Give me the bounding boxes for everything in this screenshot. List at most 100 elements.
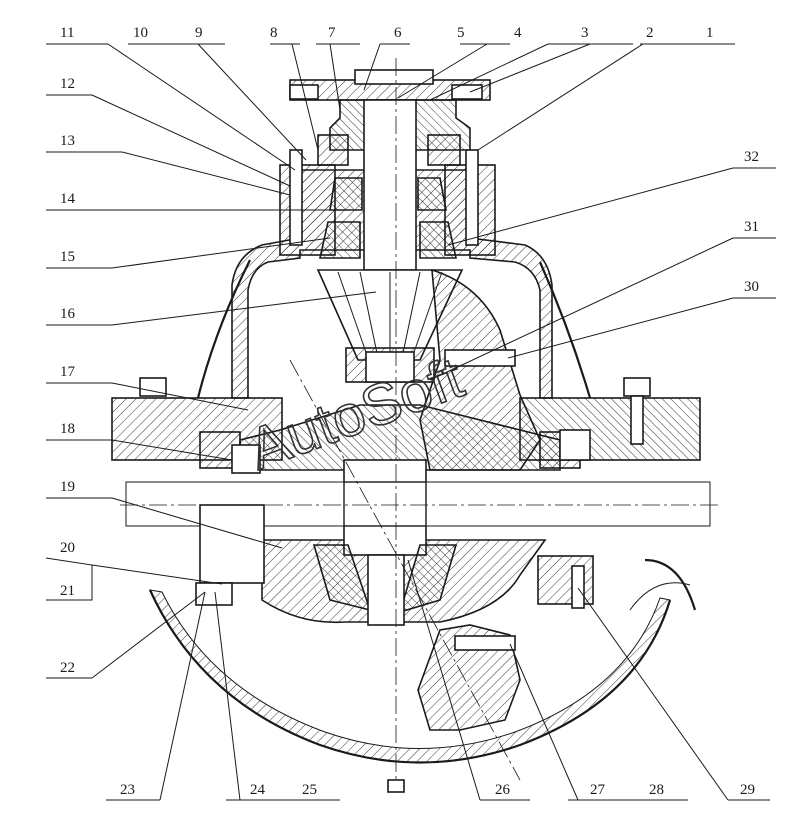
leader-30 bbox=[507, 297, 776, 359]
callout-26: 26 bbox=[495, 782, 511, 798]
lug-26 bbox=[417, 624, 521, 731]
callout-10: 10 bbox=[133, 25, 148, 41]
pinion-tooth-4 bbox=[401, 271, 421, 359]
pinion-tooth-1 bbox=[337, 271, 369, 359]
taper-bearing-upper-left bbox=[329, 177, 363, 211]
callout-32: 32 bbox=[744, 149, 759, 165]
leader-3 bbox=[469, 43, 633, 93]
callout-4: 4 bbox=[514, 25, 522, 41]
callout-31: 31 bbox=[744, 219, 759, 235]
nut-22 bbox=[195, 582, 233, 606]
leader-23 bbox=[106, 591, 206, 801]
callout-23: 23 bbox=[120, 782, 135, 798]
callout-11: 11 bbox=[60, 25, 74, 41]
housing-cone-right bbox=[538, 261, 592, 399]
leader-6 bbox=[363, 43, 410, 91]
leader-29 bbox=[577, 587, 770, 801]
pinion-tooth-2 bbox=[359, 271, 379, 359]
bolt-27 bbox=[454, 635, 516, 651]
bearing-right bbox=[427, 134, 461, 166]
callout-24: 24 bbox=[250, 782, 266, 798]
callout-2: 2 bbox=[646, 25, 654, 41]
leader-13 bbox=[46, 151, 291, 196]
leader-18 bbox=[46, 439, 233, 461]
leader-17 bbox=[46, 382, 249, 411]
leader-32 bbox=[447, 167, 776, 246]
leader-4 bbox=[429, 43, 590, 101]
callout-30: 30 bbox=[744, 279, 759, 295]
output-shaft bbox=[367, 554, 405, 626]
callout-19: 19 bbox=[60, 479, 75, 495]
leader-22 bbox=[46, 591, 206, 679]
sump-right-inner bbox=[629, 582, 691, 611]
leader-2 bbox=[477, 43, 686, 151]
leader-26 bbox=[407, 559, 530, 801]
bearing-cap-right bbox=[559, 429, 591, 461]
leader-7 bbox=[316, 43, 360, 111]
bearing-left bbox=[317, 134, 349, 166]
half-shaft-core bbox=[343, 481, 427, 527]
callout-5: 5 bbox=[457, 25, 465, 41]
taper-bearing-lower-right bbox=[419, 221, 457, 259]
flange-bolt-right-stem bbox=[630, 395, 644, 445]
leader-24-25 bbox=[214, 591, 340, 801]
differential bbox=[125, 268, 711, 731]
leader-11 bbox=[46, 43, 296, 171]
callout-14: 14 bbox=[60, 191, 76, 207]
pinion-shaft bbox=[363, 99, 417, 271]
callout-18: 18 bbox=[60, 421, 75, 437]
callout-21: 21 bbox=[60, 583, 75, 599]
callout-labels: 1 2 3 4 5 6 7 8 9 10 11 12 13 14 15 16 1… bbox=[60, 25, 759, 798]
flange-bolts bbox=[139, 349, 651, 445]
callout-13: 13 bbox=[60, 133, 75, 149]
leader-19 bbox=[46, 497, 283, 549]
pinion-pilot-core bbox=[365, 351, 415, 383]
callout-15: 15 bbox=[60, 249, 75, 265]
flange-bolt-right bbox=[623, 377, 651, 397]
bolt-13 bbox=[289, 149, 303, 246]
callout-25: 25 bbox=[302, 782, 317, 798]
bolt-2 bbox=[465, 149, 479, 246]
bolt-29 bbox=[571, 565, 585, 609]
leader-31 bbox=[429, 237, 776, 381]
housing-cone-left bbox=[196, 259, 251, 399]
flange-bolt-17 bbox=[139, 377, 167, 397]
leader-9-10 bbox=[128, 43, 307, 161]
callout-22: 22 bbox=[60, 660, 75, 676]
leader-27-28 bbox=[509, 643, 688, 801]
callout-12: 12 bbox=[60, 76, 75, 92]
pinion bbox=[316, 269, 464, 383]
callout-16: 16 bbox=[60, 306, 76, 322]
callout-27: 27 bbox=[590, 782, 606, 798]
top-bolt-right bbox=[451, 84, 483, 100]
leader-16 bbox=[46, 291, 377, 326]
taper-bearing-upper-right bbox=[417, 177, 447, 211]
sump-right-edge bbox=[644, 558, 697, 611]
leader-20 bbox=[45, 557, 223, 601]
leader-lines bbox=[45, 43, 776, 801]
callout-8: 8 bbox=[270, 25, 278, 41]
leader-12 bbox=[46, 94, 291, 187]
callout-3: 3 bbox=[581, 25, 589, 41]
callout-1: 1 bbox=[706, 25, 714, 41]
sump-inner-arc bbox=[149, 589, 671, 763]
callout-9: 9 bbox=[195, 25, 203, 41]
bottom-plug bbox=[387, 779, 405, 793]
bearing-cap-18-left bbox=[231, 444, 261, 474]
callout-6: 6 bbox=[394, 25, 402, 41]
bolt-30 bbox=[444, 349, 516, 367]
leader-5 bbox=[397, 43, 510, 99]
callout-17: 17 bbox=[60, 364, 76, 380]
taper-bearing-lower-left bbox=[319, 221, 361, 259]
leader-15 bbox=[46, 237, 331, 269]
callout-7: 7 bbox=[328, 25, 336, 41]
side-gear-right bbox=[398, 544, 458, 614]
callout-20: 20 bbox=[60, 540, 75, 556]
callout-28: 28 bbox=[649, 782, 664, 798]
diagonal-axis bbox=[289, 359, 521, 781]
callout-29: 29 bbox=[740, 782, 755, 798]
input-flange-assembly bbox=[279, 69, 496, 271]
leader-8 bbox=[270, 43, 319, 151]
block-20 bbox=[199, 504, 265, 584]
